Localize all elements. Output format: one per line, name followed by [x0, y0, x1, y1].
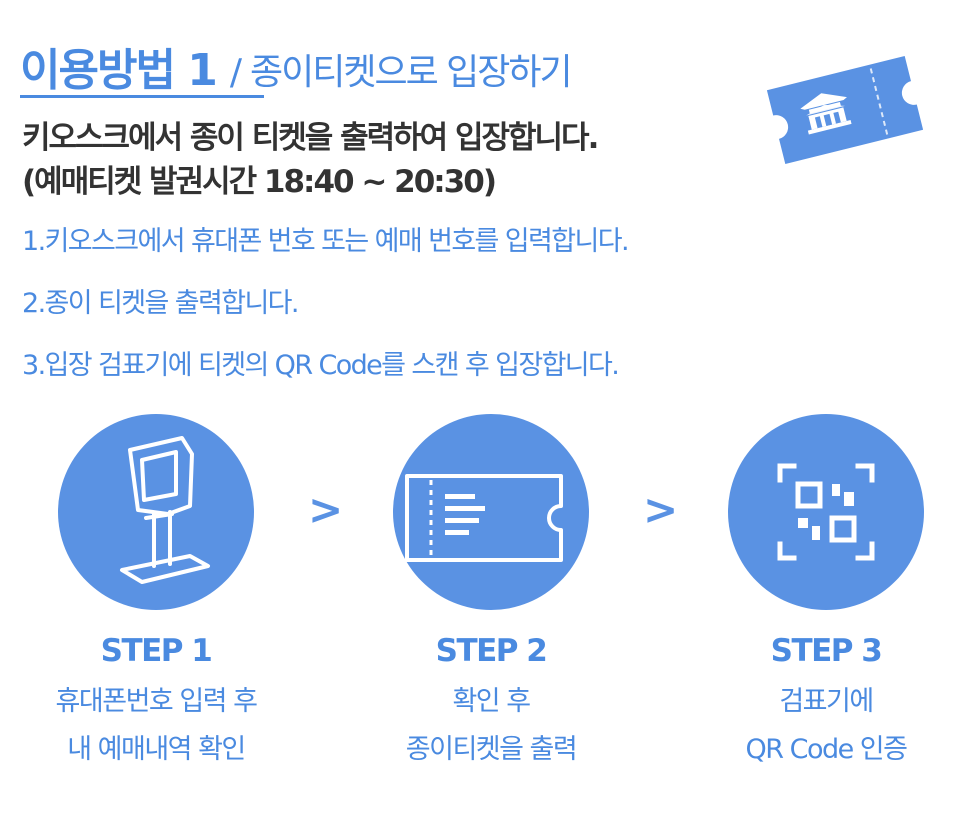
step-1-desc-line-2: 내 예매내역 확인 [67, 734, 246, 765]
ticket-palace-icon [762, 44, 928, 176]
instruction-1: 1.키오스크에서 휴대폰 번호 또는 예매 번호를 입력합니다. [22, 226, 630, 257]
title-subtitle: 종이티켓으로 입장하기 [250, 52, 573, 93]
step-1-description: 휴대폰번호 입력 후 내 예매내역 확인 [6, 678, 306, 774]
arrow-2: > [643, 485, 679, 534]
title-underline [20, 95, 264, 98]
step-2-circle [393, 414, 589, 610]
kiosk-icon [120, 436, 210, 584]
step-2-desc-line-2: 종이티켓을 출력 [405, 734, 578, 765]
step-3-desc-line-2: QR Code 인증 [745, 734, 908, 765]
lead-line-2: (예매티켓 발권시간 18:40 ~ 20:30) [22, 164, 497, 200]
lead-line-1: 키오스크에서 종이 티켓을 출력하여 입장합니다. [22, 120, 599, 156]
step-2-description: 확인 후 종이티켓을 출력 [341, 678, 641, 774]
step-2-desc-line-1: 확인 후 [452, 686, 531, 717]
step-3-title: STEP 3 [770, 633, 883, 669]
title-main: 이용방법 1 [20, 45, 218, 96]
step-2-title: STEP 2 [435, 633, 548, 669]
step-3-description: 검표기에 QR Code 인증 [676, 678, 954, 774]
instruction-2: 2.종이 티켓을 출력합니다. [22, 288, 300, 319]
step-1-title: STEP 1 [100, 633, 213, 669]
instruction-3: 3.입장 검표기에 티켓의 QR Code를 스캔 후 입장합니다. [22, 350, 620, 381]
step-1-desc-line-1: 휴대폰번호 입력 후 [55, 686, 258, 717]
page-title: 이용방법 1 / 종이티켓으로 입장하기 [20, 30, 573, 100]
step-1-circle [58, 414, 254, 610]
qr-scan-icon [777, 463, 875, 561]
title-separator: / [229, 52, 242, 93]
step-3-circle [728, 414, 924, 610]
arrow-1: > [308, 485, 344, 534]
step-3-desc-line-1: 검표기에 [779, 686, 874, 717]
ticket-icon [405, 474, 563, 562]
